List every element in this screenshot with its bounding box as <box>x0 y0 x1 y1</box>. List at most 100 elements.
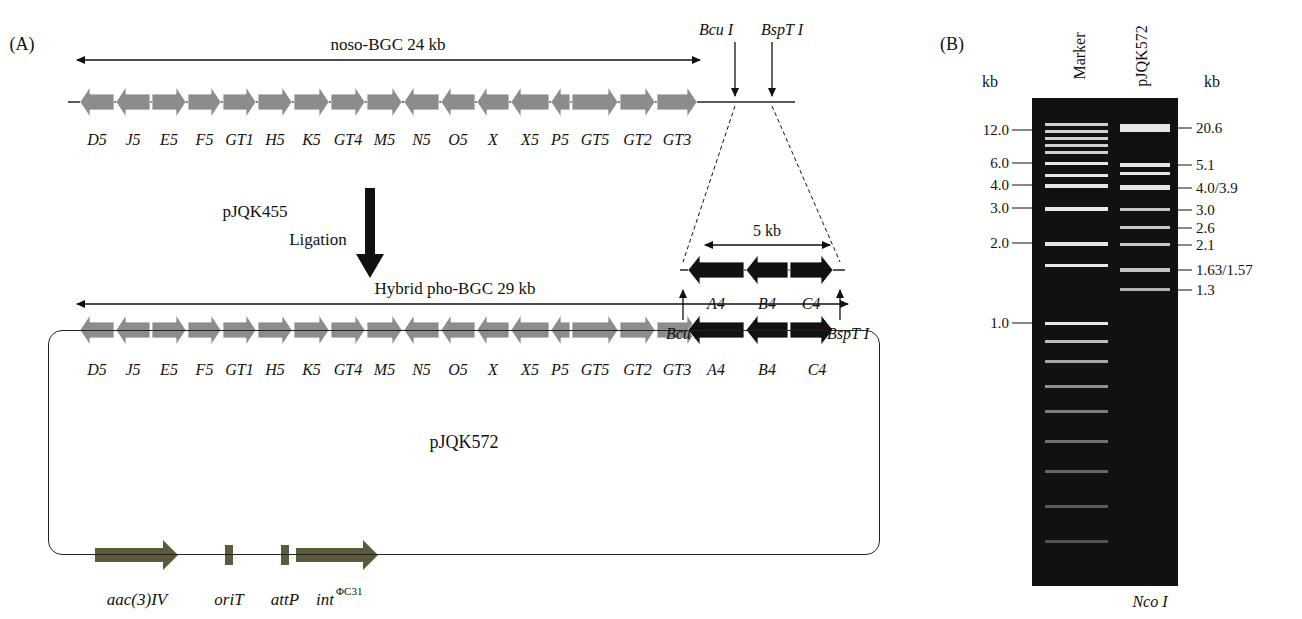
gel-band <box>1120 208 1170 211</box>
gene-name: P5 <box>551 361 569 379</box>
gene-name: O5 <box>448 361 468 379</box>
gene-name: GT5 <box>581 131 609 149</box>
gene-arrow <box>511 87 549 117</box>
site-arrow <box>771 42 772 96</box>
gene-name: D5 <box>87 361 107 379</box>
band-size: 2.1 <box>1196 237 1215 254</box>
gel-band <box>1120 172 1170 175</box>
gene-arrow <box>551 87 570 117</box>
site-arrow <box>839 290 840 320</box>
gel-band <box>1120 268 1170 272</box>
enzyme-site: BspT I <box>827 325 869 343</box>
gene-name: A4 <box>707 295 725 313</box>
plasmid-name: pJQK455 <box>222 203 287 222</box>
gel-band <box>1045 264 1108 267</box>
site-name: oriT <box>214 591 243 610</box>
ligation-arrow <box>356 254 384 278</box>
axis-unit: kb <box>1204 73 1220 91</box>
gene-arrow <box>80 87 114 117</box>
gel-band <box>1120 163 1170 167</box>
gene-name: K5 <box>302 131 321 149</box>
gel-band <box>1045 410 1108 413</box>
gel-band <box>1045 470 1108 473</box>
size-marker: 1.0 <box>990 315 1009 332</box>
gene-arrow <box>441 87 475 117</box>
gene-name: C4 <box>802 295 821 313</box>
gel-band <box>1045 440 1108 443</box>
size-ticks <box>1012 128 1192 323</box>
band-size: 20.6 <box>1196 120 1222 137</box>
gene-arrow <box>620 87 655 117</box>
tick <box>1178 270 1192 271</box>
zoom-line <box>772 106 840 262</box>
gene-name: X5 <box>521 361 539 379</box>
band-size: 4.0/3.9 <box>1196 180 1238 197</box>
gene-name: A4 <box>707 361 725 379</box>
gel-band <box>1045 340 1108 343</box>
gene-name: K5 <box>302 361 321 379</box>
tick <box>1012 323 1032 324</box>
gene-name: J5 <box>125 131 140 149</box>
tick <box>1178 188 1192 189</box>
resistance-gene <box>95 540 178 570</box>
zoom-line <box>683 106 735 262</box>
enzyme-name: Nco I <box>1132 593 1167 611</box>
gene-name: F5 <box>196 131 214 149</box>
tick <box>1012 130 1032 131</box>
tick <box>1178 290 1192 291</box>
gel-band <box>1120 288 1170 291</box>
gene-name: N5 <box>412 361 431 379</box>
size-marker: 3.0 <box>990 200 1009 217</box>
gene-arrow <box>188 87 221 117</box>
gene-name: GT2 <box>623 361 651 379</box>
size-marker: 12.0 <box>983 122 1009 139</box>
gene-name: GT5 <box>581 361 609 379</box>
gene-arrow <box>294 87 329 117</box>
gene-name: GT1 <box>225 361 253 379</box>
gene-arrow <box>367 87 402 117</box>
cluster-size: Hybrid pho-BGC 29 kb <box>374 280 535 299</box>
gene-name: B4 <box>758 295 776 313</box>
gel-band <box>1045 540 1108 543</box>
gene-name: E5 <box>160 131 178 149</box>
gel-band <box>1045 322 1108 325</box>
gel-band <box>1045 242 1108 246</box>
gene-name: O5 <box>448 131 468 149</box>
gene-name: B4 <box>758 361 776 379</box>
band-size: 3.0 <box>1196 202 1215 219</box>
gene-row <box>80 87 697 117</box>
marker-bands <box>1045 123 1108 543</box>
tick <box>1178 228 1192 229</box>
gene-name: X <box>488 131 498 149</box>
gel-band <box>1045 505 1108 508</box>
attp-site <box>281 545 289 565</box>
size-marker: 4.0 <box>990 177 1009 194</box>
gel-band <box>1120 243 1170 246</box>
gel-image <box>1032 98 1178 586</box>
sample-bands <box>1120 124 1170 291</box>
band-size: 5.1 <box>1196 157 1215 174</box>
band-size: 1.3 <box>1196 282 1215 299</box>
gel-band <box>1045 123 1108 126</box>
gel-band <box>1045 144 1108 147</box>
enzyme-site: BspT I <box>761 21 803 39</box>
gene-name: J5 <box>125 361 140 379</box>
gene-arrow <box>477 87 509 117</box>
ligation-arrow <box>365 188 375 256</box>
gene-name: GT4 <box>334 361 362 379</box>
panel-letter: (B) <box>940 35 964 55</box>
tick <box>1178 128 1192 129</box>
span-arrow <box>77 59 700 60</box>
gene-arrow <box>258 87 292 117</box>
tick <box>1178 210 1192 211</box>
panel-letter: (A) <box>10 35 35 55</box>
gene-arrow <box>657 87 697 117</box>
gel-band <box>1045 174 1108 177</box>
gene-name: H5 <box>265 361 285 379</box>
gene-name: GT4 <box>334 131 362 149</box>
gene-arrow <box>688 255 744 285</box>
gel-band <box>1045 184 1108 188</box>
enzyme-site: Bcu I <box>666 325 700 343</box>
